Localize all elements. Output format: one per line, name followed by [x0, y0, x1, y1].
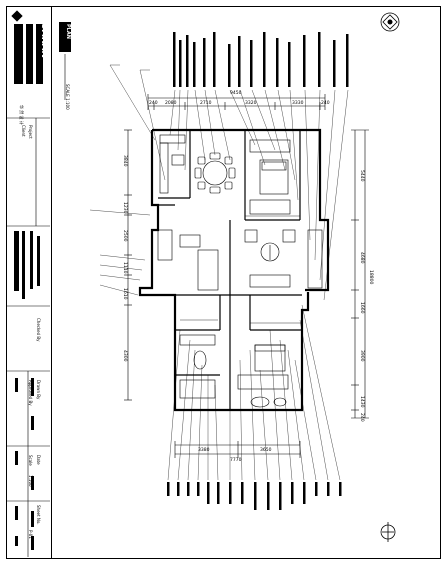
dim-right-segment: 5440: [359, 170, 365, 182]
dim-left-segment: 1230: [122, 202, 128, 214]
dim-top-segment: 3330: [292, 100, 304, 106]
north-arrow-icon: [380, 522, 396, 542]
dim-top-total: 9450: [230, 90, 242, 96]
dim-top-segment: 2080: [165, 100, 177, 106]
dim-right-segment: 1660: [359, 302, 365, 314]
dim-left-segment: 4300: [122, 350, 128, 362]
dim-right-segment: 3900: [359, 350, 365, 362]
dim-right-segment: 4680: [359, 252, 365, 264]
dim-right-total: 18800: [368, 270, 374, 284]
corner-emblem-icon: [380, 12, 400, 32]
dim-left-segment: 2500: [122, 230, 128, 242]
dim-right-segment: 1430: [359, 396, 365, 408]
dim-top-segment: 240: [149, 100, 158, 106]
dim-bottom-total: 7770: [230, 457, 242, 463]
plan-label-block: [58, 22, 72, 102]
plan-scale: SCALE 1:100: [65, 84, 70, 110]
dim-left-segment: 3840: [122, 155, 128, 167]
plan-title: PLAN: [65, 24, 71, 39]
title-block-grid: [6, 117, 50, 557]
dim-bottom-segment: 3650: [260, 447, 272, 453]
dim-top-segment: 3320: [245, 100, 257, 106]
dim-left-segment: 1110: [122, 262, 128, 274]
dim-right-segment: 240: [359, 413, 365, 422]
dim-top-segment: 240: [321, 100, 330, 106]
dim-top-segment: 2710: [200, 100, 212, 106]
dim-bottom-segment: 3380: [198, 447, 210, 453]
dim-left-segment: 1610: [122, 288, 128, 300]
floor-plan: 9450 240 2080 2710 3320 3330 240 7770 3380 3650 38…: [89, 32, 374, 510]
company-logo: [9, 10, 49, 100]
top-dim-ticks: [147, 94, 326, 110]
title-block-strip: [6, 6, 52, 559]
